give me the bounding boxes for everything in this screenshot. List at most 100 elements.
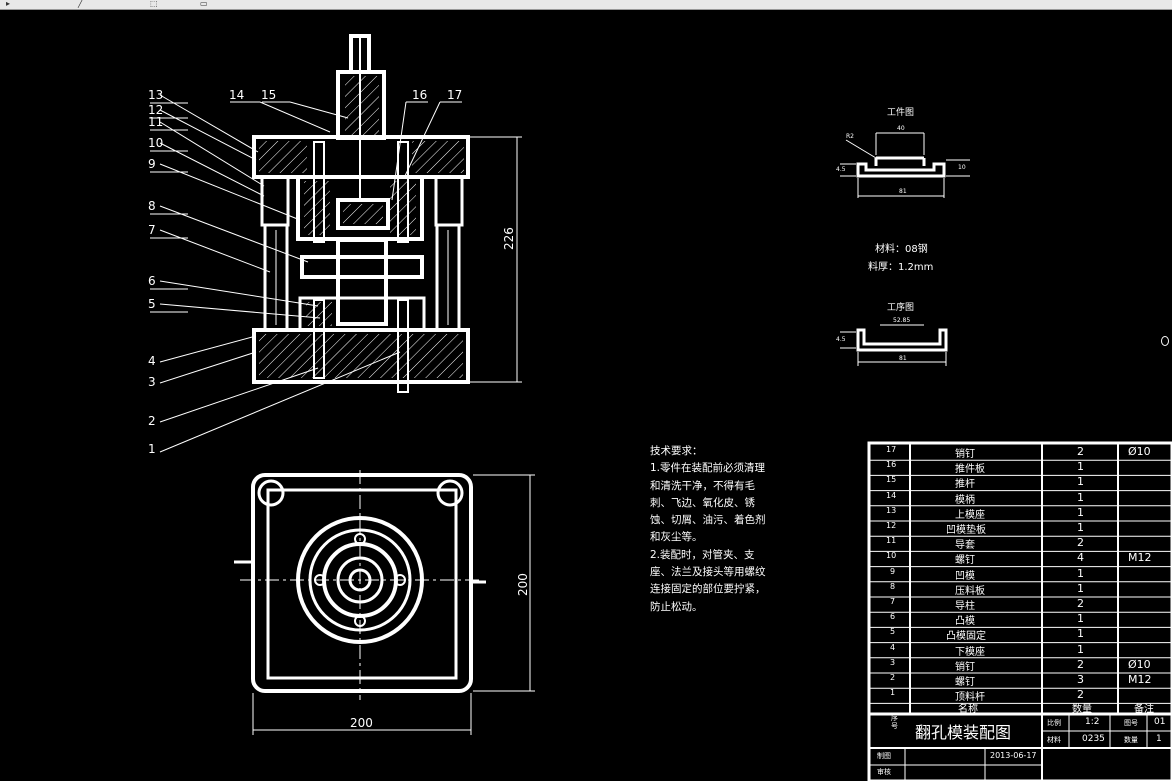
bom-row-number: 9 (890, 566, 896, 576)
workpiece-thickness: 料厚：1.2mm (868, 262, 934, 273)
requirement-line: 1.零件在装配前必须清理 (650, 462, 766, 475)
workpiece-dim-bottom: 81 (899, 188, 907, 195)
drawing-number-value: 01 (1154, 717, 1166, 727)
select-icon[interactable]: ⬚ (150, 0, 158, 8)
balloon-1: 1 (148, 442, 156, 456)
bom-row-name: 凸模 (955, 616, 975, 628)
balloon-11: 11 (148, 115, 164, 129)
bom-row-name: 压料板 (955, 585, 985, 597)
arrow-icon[interactable]: ▸ (6, 0, 11, 8)
bom-row-number: 12 (886, 521, 897, 530)
top-view (234, 470, 535, 735)
scale-label: 比例 (1047, 719, 1061, 727)
bom-row-quantity: 1 (1077, 566, 1084, 580)
bom-row-lines (869, 459, 1172, 704)
bom-row-number: 5 (890, 627, 896, 637)
workpiece-label: 工件图 (887, 108, 915, 118)
bom-row-quantity: 2 (1077, 657, 1084, 671)
requirement-line: 2.装配时，对管夹、支 (650, 548, 755, 561)
material-label: 材料 (1047, 736, 1061, 744)
bom-row-quantity: 2 (1077, 536, 1084, 550)
bom-row-note: M12 (1128, 673, 1152, 686)
balloon-4: 4 (148, 354, 156, 368)
bom-row-number: 14 (886, 490, 897, 500)
workpiece-material: 材料：08钢 (875, 244, 928, 255)
balloon-3: 3 (148, 375, 156, 389)
process-label: 工序图 (887, 303, 915, 313)
workpiece-dim-radius: R2 (846, 133, 854, 140)
bom-row-number: 2 (890, 673, 896, 682)
checker-label: 审核 (877, 768, 891, 776)
drawing-number-label: 图号 (1124, 719, 1138, 727)
requirement-line: 刺、飞边、氧化皮、锈 (650, 496, 755, 509)
requirement-line: 防止松动。 (650, 600, 703, 613)
balloon-17: 17 (447, 88, 463, 102)
bom-row-quantity: 2 (1077, 445, 1084, 458)
dimension-200-vertical: 200 (516, 573, 530, 596)
bom-row-note: Ø10 (1128, 657, 1151, 671)
bom-row-number: 17 (886, 445, 897, 454)
bom-row-quantity: 3 (1077, 673, 1084, 686)
bom-row-name: 上模座 (955, 509, 985, 521)
bom-header-name: 名称 (958, 704, 978, 715)
bom-row-number: 1 (890, 688, 896, 698)
bom-row-name: 凸模固定 (946, 631, 986, 643)
line-icon[interactable]: ╱ (78, 0, 83, 8)
bom-row-note: M12 (1128, 551, 1152, 565)
bom-row-number: 6 (890, 612, 896, 622)
balloon-14: 14 (229, 88, 245, 102)
bom-row-name: 下模座 (955, 646, 985, 658)
process-dim-bottom: 81 (899, 355, 907, 362)
bom-row-name: 凹模 (955, 570, 975, 582)
balloon-12: 12 (148, 103, 164, 117)
bom-row-name: 模柄 (955, 494, 975, 506)
dimension-226: 226 (502, 227, 516, 250)
balloon-10: 10 (148, 136, 164, 150)
bom-row-quantity: 1 (1077, 581, 1084, 595)
edge-circle-mark (1161, 336, 1169, 346)
bom-row-quantity: 1 (1077, 490, 1084, 504)
technical-requirements: 技术要求： 1.零件在装配前必须清理和清洗干净，不得有毛刺、飞边、氧化皮、锈蚀、… (650, 443, 780, 616)
balloon-2: 2 (148, 414, 156, 428)
bom-header-qty: 数量 (1072, 704, 1092, 715)
application-toolbar: ▸ ╱ ⬚ ▭ (0, 0, 1172, 10)
bom-row-quantity: 1 (1077, 612, 1084, 626)
bom-row-name: 螺钉 (955, 555, 975, 567)
requirements-heading: 技术要求： (650, 445, 703, 457)
workpiece-dim-top: 40 (897, 125, 905, 132)
balloon-9: 9 (148, 157, 156, 171)
drawing-date: 2013-06-17 (990, 751, 1037, 760)
bom-row-quantity: 2 (1077, 688, 1084, 702)
bom-row-number: 16 (886, 460, 897, 470)
workpiece-dim-right: 10 (958, 164, 966, 171)
process-dim-left: 4.5 (836, 336, 846, 343)
front-section-view (150, 34, 522, 453)
balloon-16: 16 (412, 88, 428, 102)
bom-row-quantity: 1 (1077, 642, 1084, 656)
bom-row-number: 3 (890, 657, 896, 667)
material-value: 0235 (1082, 734, 1105, 744)
requirement-line: 蚀、切屑、油污、着色剂 (650, 514, 766, 527)
bom-row-number: 8 (890, 581, 896, 591)
dimension-200-horizontal: 200 (350, 716, 373, 730)
text-icon[interactable]: ▭ (200, 0, 208, 8)
bom-row-quantity: 1 (1077, 505, 1084, 519)
bom-row-name: 导柱 (955, 601, 975, 612)
requirement-line: 和清洗干净，不得有毛 (650, 479, 755, 492)
bom-row-number: 11 (886, 536, 897, 546)
bom-row-number: 10 (886, 551, 897, 561)
bom-row-number: 15 (886, 475, 897, 485)
bom-row-quantity: 4 (1077, 551, 1084, 565)
bom-row-quantity: 1 (1077, 460, 1084, 474)
bom-row-name: 螺钉 (955, 677, 975, 688)
bom-row-name: 导套 (955, 540, 975, 552)
bom-row-number: 7 (890, 597, 896, 606)
bom-row-quantity: 2 (1077, 597, 1084, 610)
requirements-lines: 1.零件在装配前必须清理和清洗干净，不得有毛刺、飞边、氧化皮、锈蚀、切屑、油污、… (650, 460, 780, 616)
balloon-15: 15 (261, 88, 277, 102)
bom-row-name: 顶料杆 (955, 692, 985, 704)
requirement-line: 和灰尘等。 (650, 531, 703, 544)
workpiece-drawing (840, 132, 970, 198)
bom-row-quantity: 1 (1077, 475, 1084, 489)
